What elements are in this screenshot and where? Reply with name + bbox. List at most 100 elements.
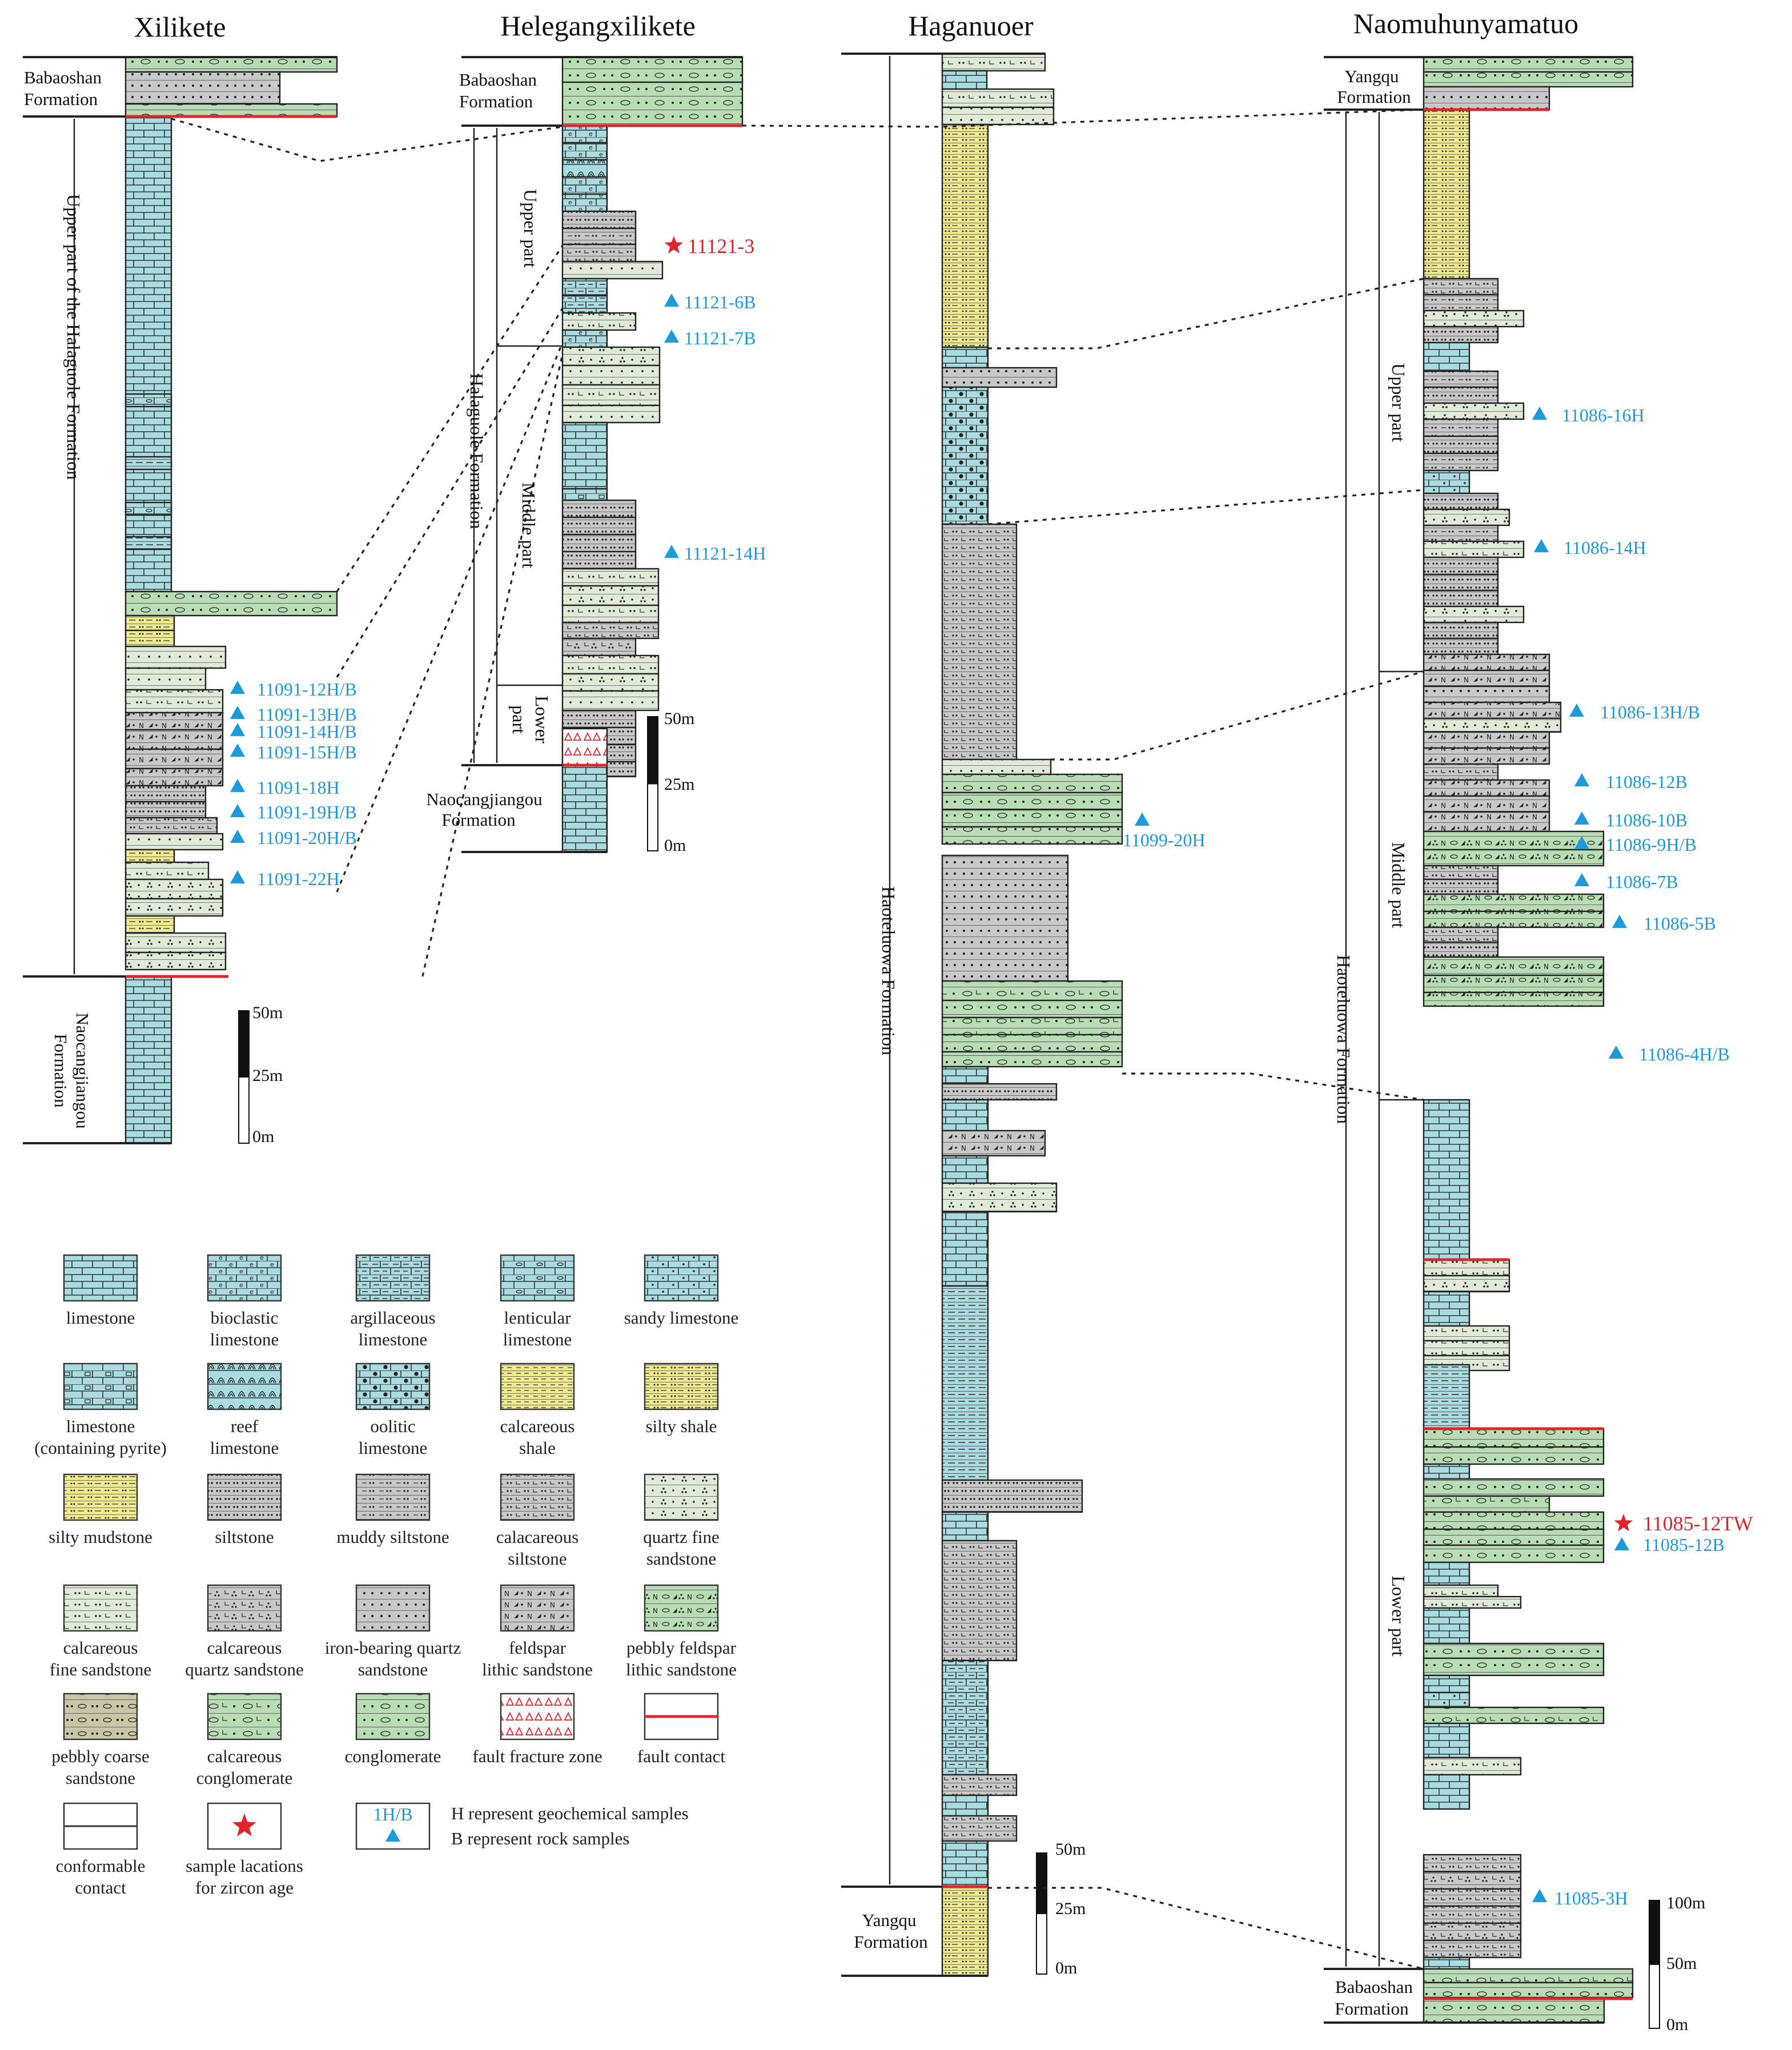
lithology-bed: [1423, 849, 1605, 867]
legend-item-conglomerate: conglomerate: [345, 1693, 441, 1766]
legend-label: pebbly feldspar: [626, 1638, 737, 1658]
lithology-bed: [1423, 1756, 1522, 1776]
lithology-bed: [1423, 974, 1605, 994]
fm-middle-part-hx: Middle part: [519, 483, 539, 568]
lithology-bed: [941, 1099, 989, 1132]
lithology-bed: [941, 1794, 989, 1817]
lithology-bed: [941, 1211, 989, 1287]
lithology-bed: [1423, 1446, 1605, 1465]
legend-label: feldspar: [509, 1638, 566, 1658]
fm-babaoshan-nm-l2: Formation: [1335, 1999, 1409, 2019]
sample-label: 11086-16H: [1562, 405, 1645, 425]
sample-label: 11091-15H/B: [257, 742, 357, 762]
legend-label: limestone: [210, 1329, 279, 1349]
sample-marker-icon: [664, 294, 679, 307]
scale-bar-black: [1649, 1900, 1660, 1965]
legend-label: contact: [75, 1878, 126, 1898]
lithology-bed: [941, 1511, 989, 1542]
lithology-bed: [1423, 1544, 1605, 1563]
legend-swatch: [644, 1473, 719, 1521]
lithology-bed: [1423, 763, 1499, 781]
lithology-bed: [1423, 926, 1499, 943]
lithology-bed: [941, 826, 1123, 845]
lithology-bed: [1423, 524, 1499, 542]
annotations-layer: [23, 53, 1660, 2029]
lithology-bed: [561, 488, 608, 501]
lithology-bed: [1423, 1888, 1522, 1907]
sample-marker-icon: [1532, 1889, 1547, 1902]
lithology-bed: [941, 346, 989, 369]
sample-marker-icon: [1574, 811, 1589, 825]
legend-label: sample lacations: [186, 1856, 303, 1876]
legend-label: fault contact: [637, 1746, 725, 1766]
lithology-bed: [561, 604, 660, 624]
lithology-bed: [941, 1774, 1018, 1796]
lithology-bed: [941, 70, 988, 90]
scale-bar-white: [1649, 1964, 1660, 2029]
sample-label: 11121-14H: [684, 543, 766, 564]
correlation-line: [336, 342, 564, 893]
sample-label: 11086-5B: [1644, 913, 1716, 934]
sample-marker-icon: [1609, 1046, 1624, 1059]
lithology-bed: [561, 421, 608, 490]
lithology-bed: [561, 709, 637, 729]
legend-label: iron-bearing quartz: [325, 1638, 461, 1658]
lithology-bed: [941, 106, 1055, 126]
fm-babaoshan-nm-l1: Babaoshan: [1335, 1977, 1413, 1997]
lithology-bed: [1423, 1674, 1470, 1694]
lithology-bed: [1423, 435, 1499, 455]
legend-swatch: [207, 1473, 282, 1521]
lithology-bed: [1423, 795, 1550, 813]
lithology-bed: [561, 176, 608, 195]
lithology-bed: [124, 103, 338, 118]
lithology-bed: [1423, 1968, 1634, 1984]
legend-label: lithic sandstone: [482, 1659, 593, 1679]
lithology-bed: [1423, 685, 1550, 704]
lithology-bed: [1423, 1642, 1605, 1659]
legend-swatch: [355, 1254, 431, 1302]
fm-naocang2-l2: Formation: [441, 810, 516, 830]
lithology-bed: [941, 1479, 1083, 1513]
lithology-bed: [1423, 1657, 1605, 1677]
sample-marker-icon: [664, 329, 679, 343]
lithology-bed: [561, 384, 661, 407]
lithology-bed: [124, 590, 338, 617]
lithology-bed: [124, 501, 172, 516]
lithology-bed: [561, 533, 637, 553]
zircon-sample-label: 11085-12TW: [1643, 1512, 1753, 1535]
legend-label: reef: [231, 1416, 259, 1436]
legend-label: sandstone: [358, 1659, 428, 1679]
lithology-bed: [1423, 1325, 1510, 1342]
lithology-bed: [124, 614, 175, 632]
section-title-haganuoer: Haganuoer: [908, 10, 1034, 42]
lithology-bed: [124, 785, 207, 803]
fm-babaoshan-l1: Babaoshan: [24, 67, 102, 87]
lithology-bed: [561, 346, 661, 367]
lithology-bed: [124, 456, 172, 471]
legend-label: quartz fine: [643, 1527, 719, 1547]
legend-label: calacareous: [496, 1527, 579, 1547]
correlation-line: [421, 353, 564, 977]
legend-label: siltstone: [508, 1549, 566, 1569]
sample-label: 11086-14H: [1564, 537, 1646, 558]
lithology-bed: [561, 585, 660, 606]
lithology-bed: [941, 88, 1055, 108]
legend-swatch: [500, 1254, 575, 1302]
sample-marker-icon: [1569, 704, 1584, 717]
lithology-bed: [1423, 653, 1550, 672]
lithology-bed: [941, 1886, 989, 1977]
legend-label: quartz sandstone: [185, 1659, 303, 1679]
lithology-bed: [124, 667, 207, 691]
sample-marker-icon: [1532, 407, 1547, 420]
lithology-bed: [1423, 1099, 1470, 1261]
lithology-bed: [1423, 386, 1499, 404]
lithology-bed: [1423, 1275, 1510, 1293]
